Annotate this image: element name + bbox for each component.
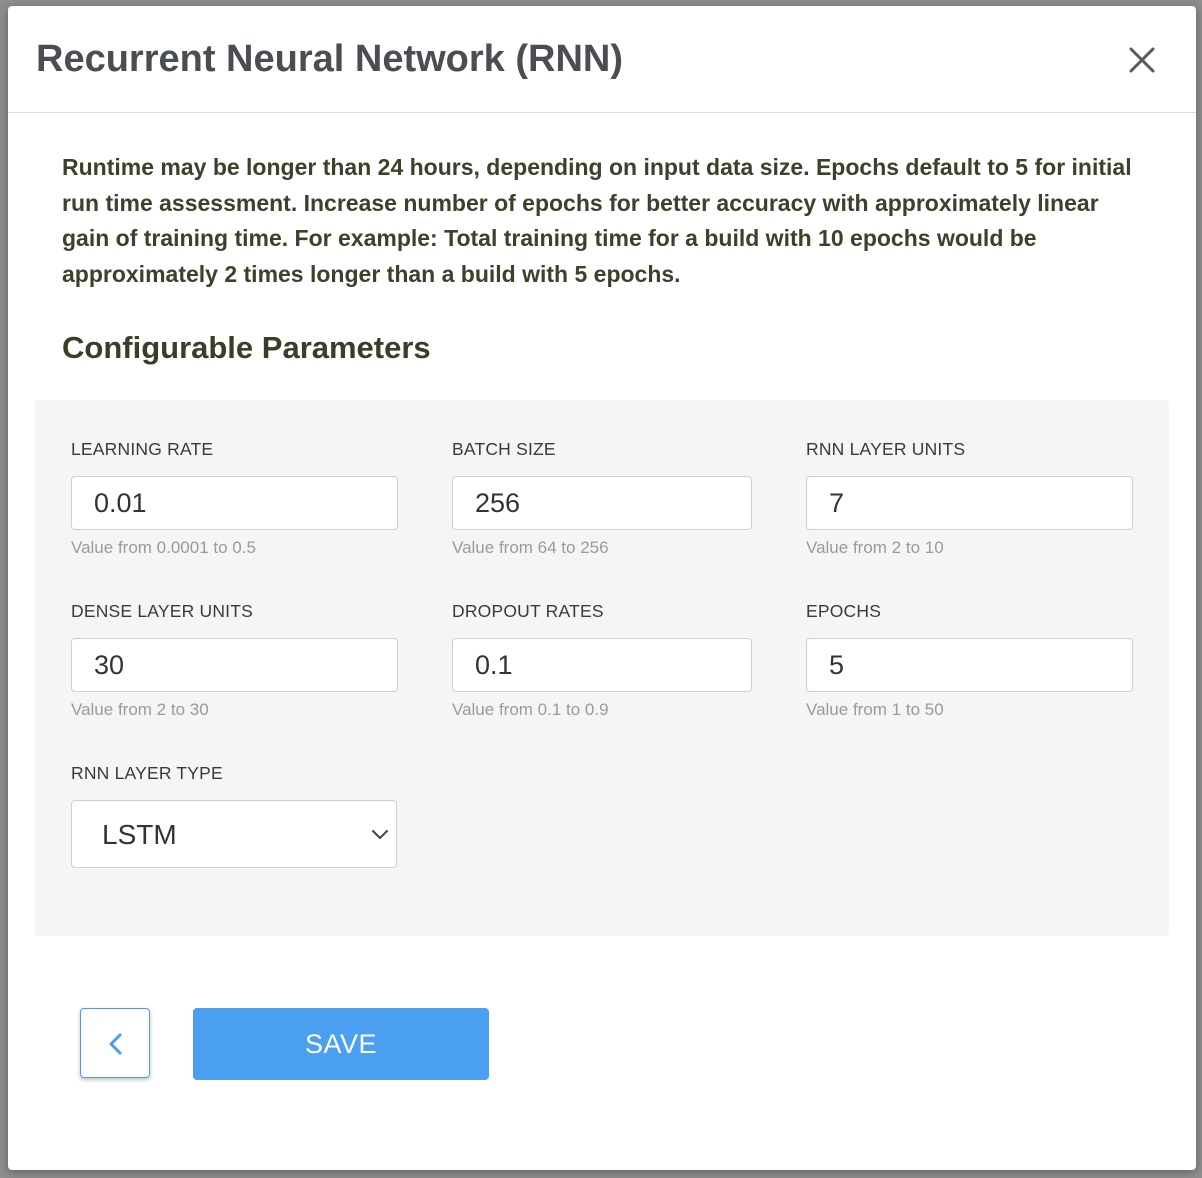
epochs-input[interactable] — [806, 638, 1133, 692]
batch-size-label: BATCH SIZE — [452, 439, 556, 459]
dropout-rates-hint: Value from 0.1 to 0.9 — [452, 700, 609, 719]
dropout-rates-input[interactable] — [452, 638, 752, 692]
epochs-label: EPOCHS — [806, 601, 882, 621]
rnn-layer-type-field: RNN LAYER TYPE LSTM — [71, 762, 397, 868]
epochs-hint: Value from 1 to 50 — [806, 700, 944, 719]
rnn-layer-units-input[interactable] — [806, 476, 1133, 530]
close-button[interactable] — [1124, 42, 1160, 78]
dense-layer-units-hint: Value from 2 to 30 — [71, 700, 209, 719]
batch-size-hint: Value from 64 to 256 — [452, 538, 609, 557]
chevron-down-icon — [370, 827, 390, 841]
rnn-layer-units-label: RNN LAYER UNITS — [806, 439, 966, 459]
dropout-rates-field: DROPOUT RATES Value from 0.1 to 0.9 — [452, 600, 752, 719]
rnn-layer-type-label: RNN LAYER TYPE — [71, 763, 223, 783]
learning-rate-hint: Value from 0.0001 to 0.5 — [71, 538, 256, 557]
learning-rate-input[interactable] — [71, 476, 398, 530]
close-icon — [1129, 47, 1155, 73]
batch-size-input[interactable] — [452, 476, 752, 530]
back-button[interactable] — [80, 1008, 150, 1078]
section-title: Configurable Parameters — [62, 330, 431, 365]
batch-size-field: BATCH SIZE Value from 64 to 256 — [452, 438, 752, 557]
rnn-layer-type-value: LSTM — [102, 819, 177, 850]
runtime-description: Runtime may be longer than 24 hours, dep… — [62, 154, 1132, 287]
dense-layer-units-input[interactable] — [71, 638, 398, 692]
chevron-left-icon — [109, 1033, 122, 1055]
learning-rate-label: LEARNING RATE — [71, 439, 214, 459]
rnn-layer-units-hint: Value from 2 to 10 — [806, 538, 944, 557]
learning-rate-field: LEARNING RATE Value from 0.0001 to 0.5 — [71, 438, 398, 557]
parameters-panel: LEARNING RATE Value from 0.0001 to 0.5 B… — [35, 400, 1169, 936]
save-button[interactable]: SAVE — [193, 1008, 489, 1080]
modal-title: Recurrent Neural Network (RNN) — [36, 38, 623, 80]
modal-header: Recurrent Neural Network (RNN) — [8, 6, 1196, 113]
epochs-field: EPOCHS Value from 1 to 50 — [806, 600, 1133, 719]
dense-layer-units-field: DENSE LAYER UNITS Value from 2 to 30 — [71, 600, 398, 719]
dropout-rates-label: DROPOUT RATES — [452, 601, 604, 621]
rnn-layer-units-field: RNN LAYER UNITS Value from 2 to 10 — [806, 438, 1133, 557]
rnn-layer-type-select[interactable]: LSTM — [71, 800, 397, 868]
rnn-config-modal: Recurrent Neural Network (RNN) Runtime m… — [8, 6, 1196, 1170]
dense-layer-units-label: DENSE LAYER UNITS — [71, 601, 254, 621]
